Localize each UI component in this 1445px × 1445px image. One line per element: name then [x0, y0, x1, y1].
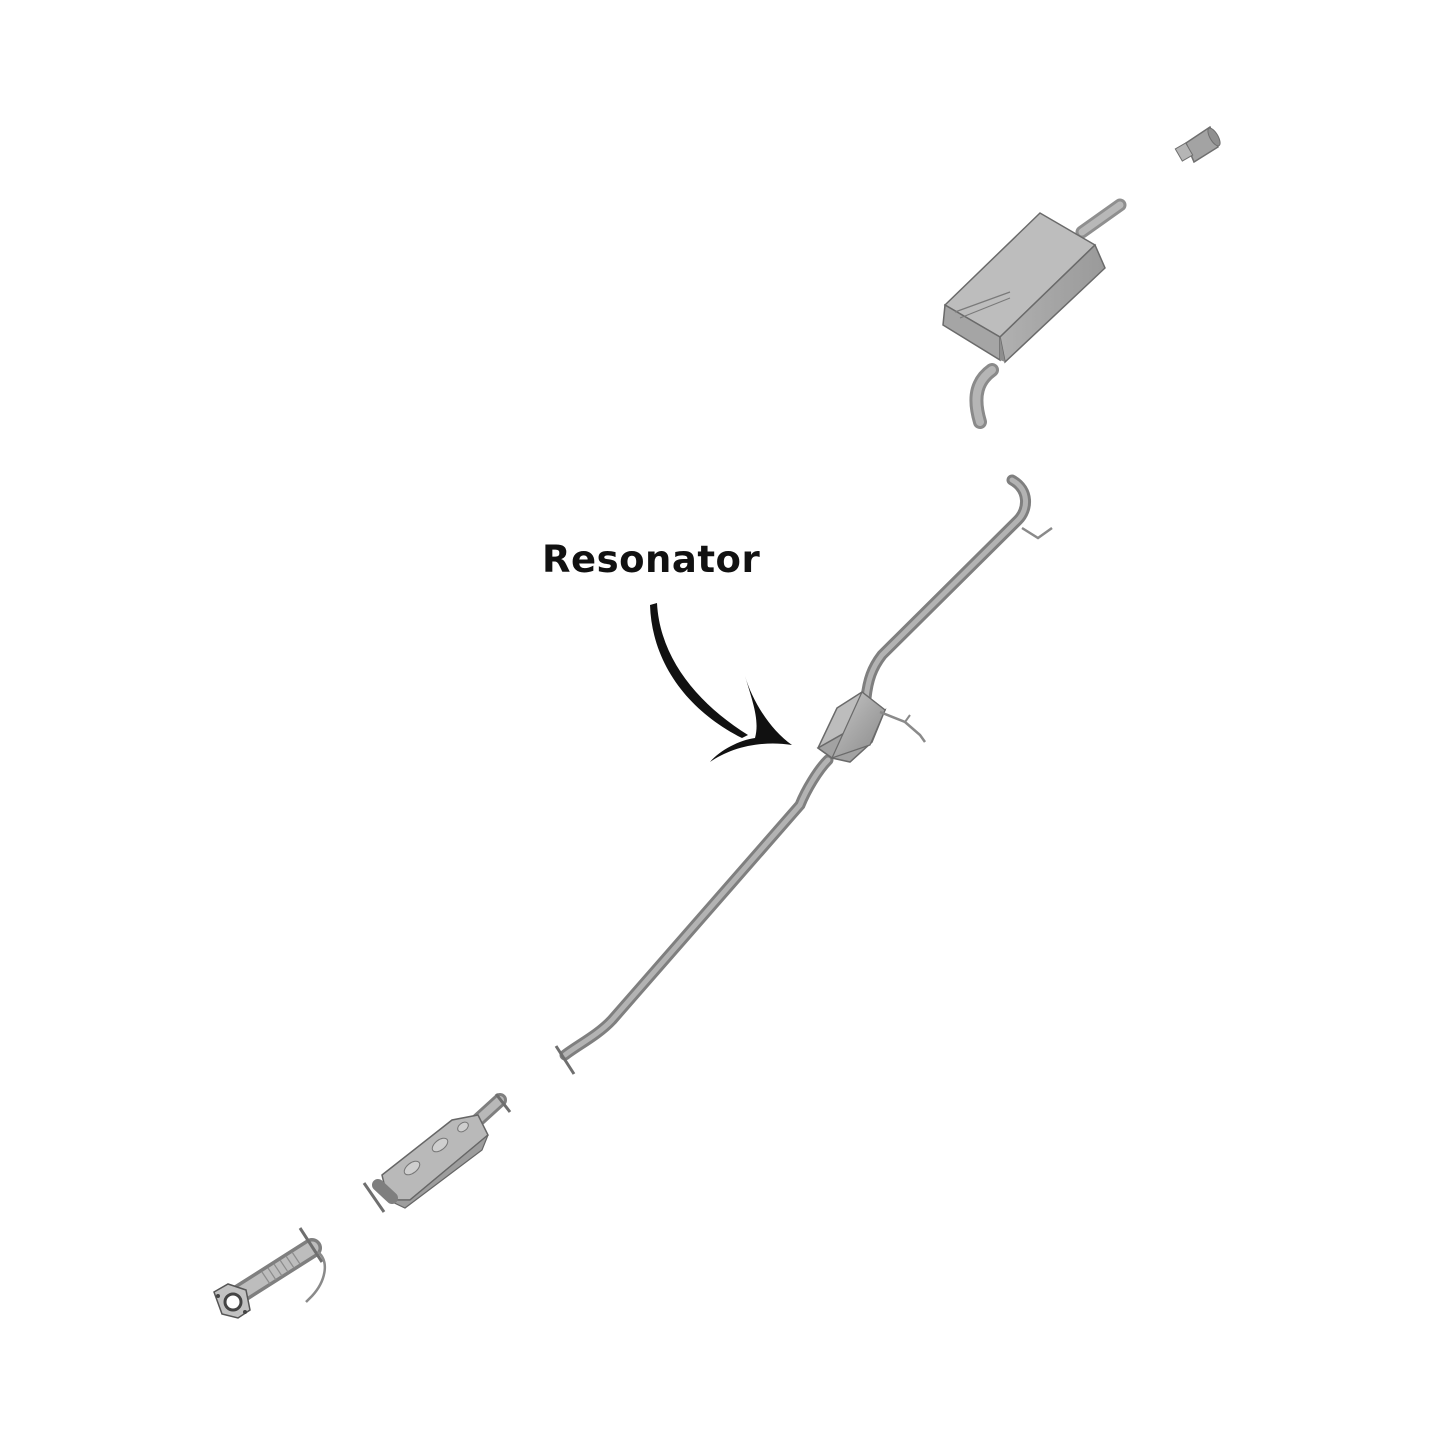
catalytic-converter: [362, 1093, 512, 1213]
resonator: [816, 691, 927, 763]
inlet-flange: [213, 1283, 251, 1319]
exhaust-tip: [1174, 125, 1221, 164]
intermediate-pipe: [554, 474, 1053, 1075]
muffler: [942, 198, 1127, 429]
callout-arrow: [650, 603, 792, 762]
resonator-label: Resonator: [542, 538, 761, 581]
flex-pipe: [228, 1227, 327, 1305]
